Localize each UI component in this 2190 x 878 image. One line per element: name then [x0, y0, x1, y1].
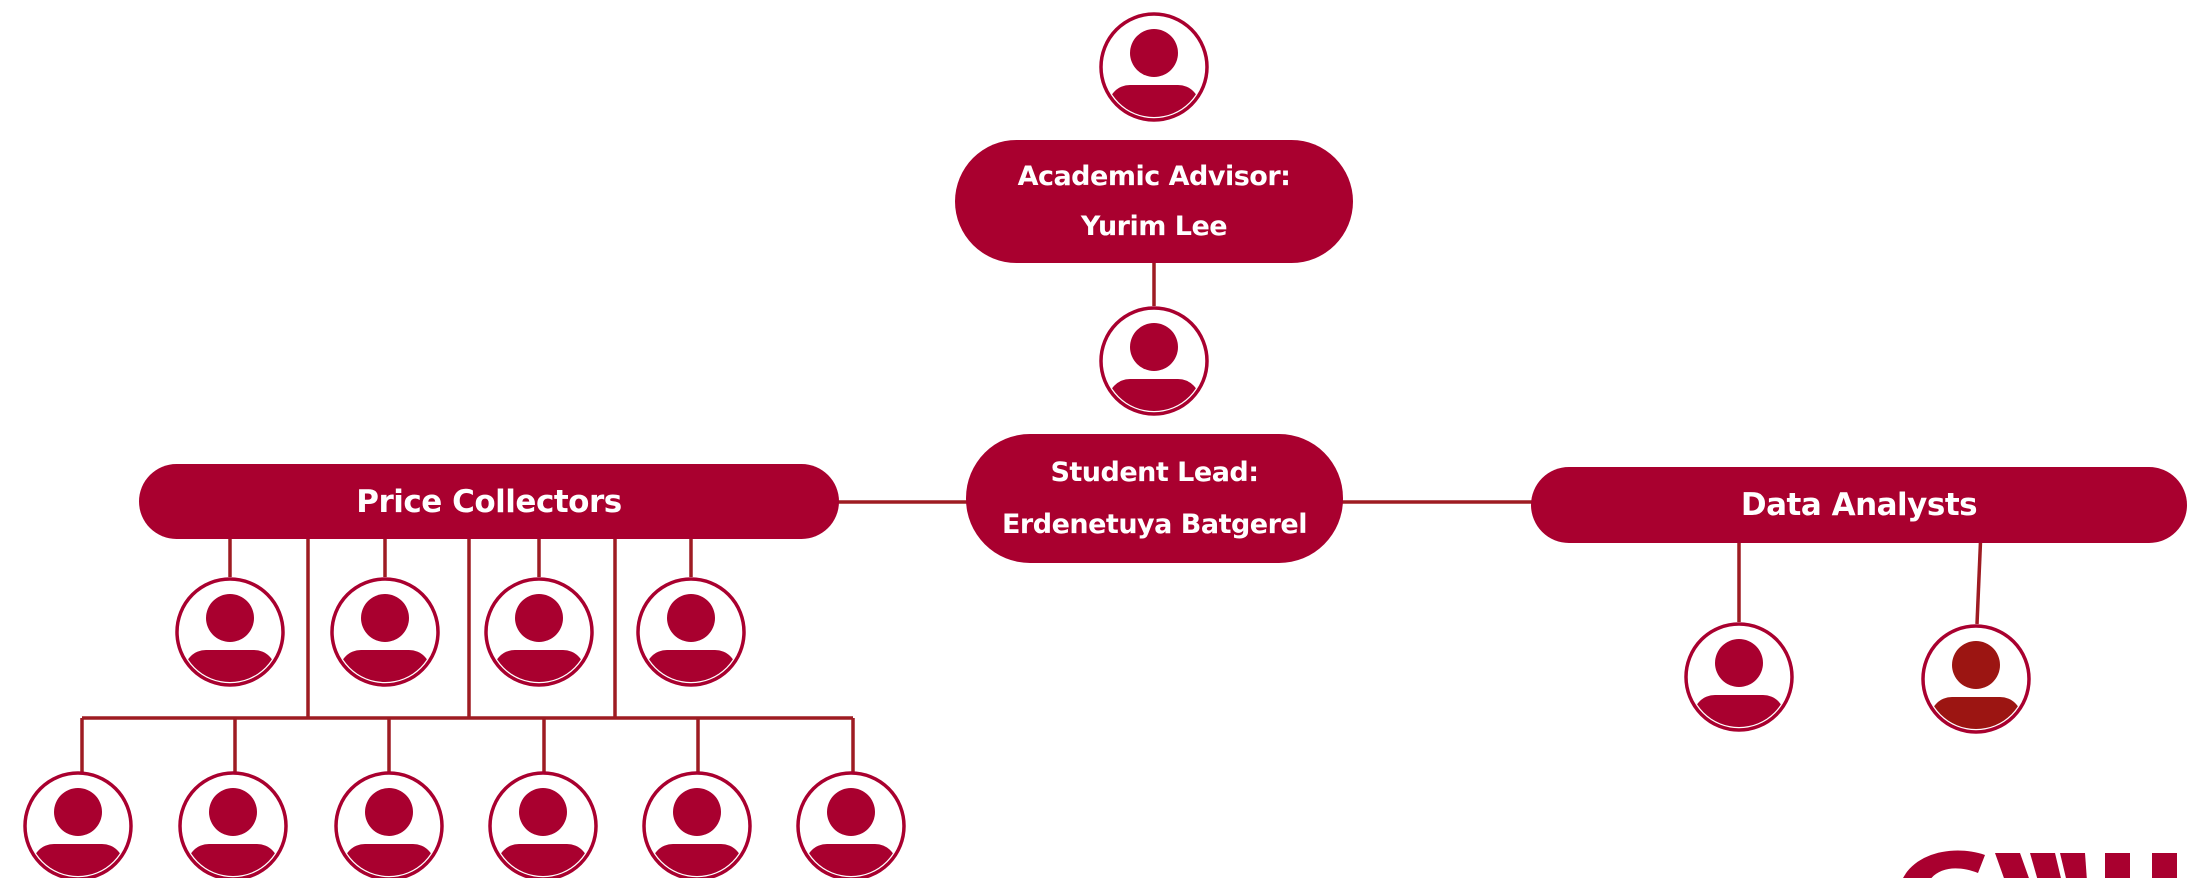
advisor-node: Academic Advisor: Yurim Lee	[955, 140, 1353, 263]
advisor-name: Yurim Lee	[1080, 210, 1228, 242]
lead-node: Student Lead: Erdenetuya Batgerel	[966, 434, 1343, 563]
collector-avatar-icon	[336, 773, 442, 878]
collector-avatar-icon	[798, 773, 904, 878]
analyst-avatar-icon	[1923, 626, 2029, 747]
advisor-role: Academic Advisor:	[1017, 160, 1291, 192]
analyst-avatar-icon	[1686, 624, 1792, 745]
lead-role: Student Lead:	[1050, 456, 1259, 488]
collector-avatar-icon	[490, 773, 596, 878]
lead-avatar-icon	[1101, 308, 1207, 429]
collector-avatar-icon	[638, 579, 744, 700]
data-analysts-node: Data Analysts	[1531, 467, 2187, 543]
collector-avatar-icon	[177, 579, 283, 700]
price-collectors-node: Price Collectors	[139, 464, 839, 539]
lead-name: Erdenetuya Batgerel	[1001, 508, 1308, 540]
collector-avatar-icon	[486, 579, 592, 700]
collector-avatar-icon	[25, 773, 131, 878]
collector-avatar-icon	[180, 773, 286, 878]
university-logo	[1890, 835, 2190, 878]
advisor-avatar-icon	[1101, 14, 1207, 135]
data-analysts-label: Data Analysts	[1740, 487, 1978, 523]
collector-avatar-icon	[332, 579, 438, 700]
price-collectors-label: Price Collectors	[356, 483, 622, 520]
collector-avatar-icon	[644, 773, 750, 878]
